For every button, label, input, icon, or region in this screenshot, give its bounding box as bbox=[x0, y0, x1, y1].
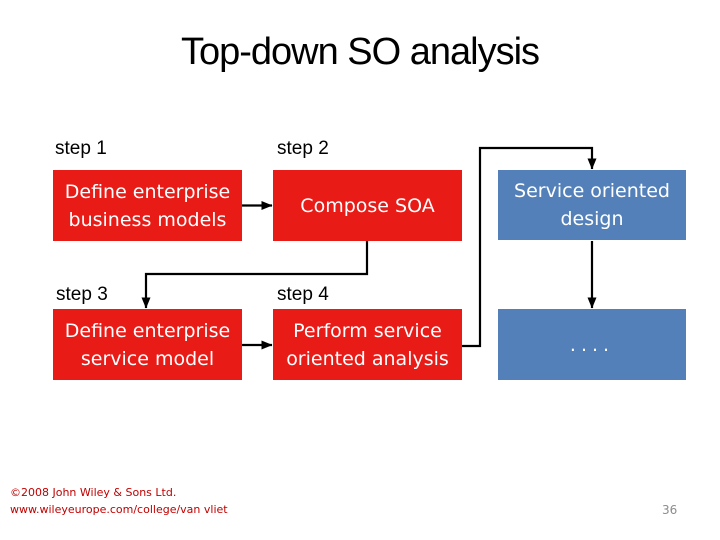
box-define-service-model: Define enterprise service model bbox=[53, 309, 242, 380]
slide-title: Top-down SO analysis bbox=[180, 31, 540, 73]
box-continuation: .... bbox=[498, 309, 686, 380]
page-number: 36 bbox=[662, 503, 678, 517]
website-line: www.wileyeurope.com/college/van vliet bbox=[10, 503, 228, 516]
box-define-business-models: Define enterprise business models bbox=[53, 170, 242, 241]
arrow-step2-to-step3 bbox=[141, 241, 369, 309]
copyright-line: ©2008 John Wiley & Sons Ltd. bbox=[10, 486, 177, 499]
step-4-label: step 4 bbox=[277, 284, 329, 305]
step-3-label: step 3 bbox=[56, 284, 108, 305]
box-service-oriented-design: Service oriented design bbox=[498, 170, 686, 240]
step-2-label: step 2 bbox=[277, 138, 329, 159]
box-compose-soa: Compose SOA bbox=[273, 170, 462, 241]
copyright-footer: ©2008 John Wiley & Sons Ltd. www.wileyeu… bbox=[10, 484, 228, 518]
step-1-label: step 1 bbox=[55, 138, 107, 159]
box-perform-so-analysis: Perform service oriented analysis bbox=[273, 309, 462, 380]
